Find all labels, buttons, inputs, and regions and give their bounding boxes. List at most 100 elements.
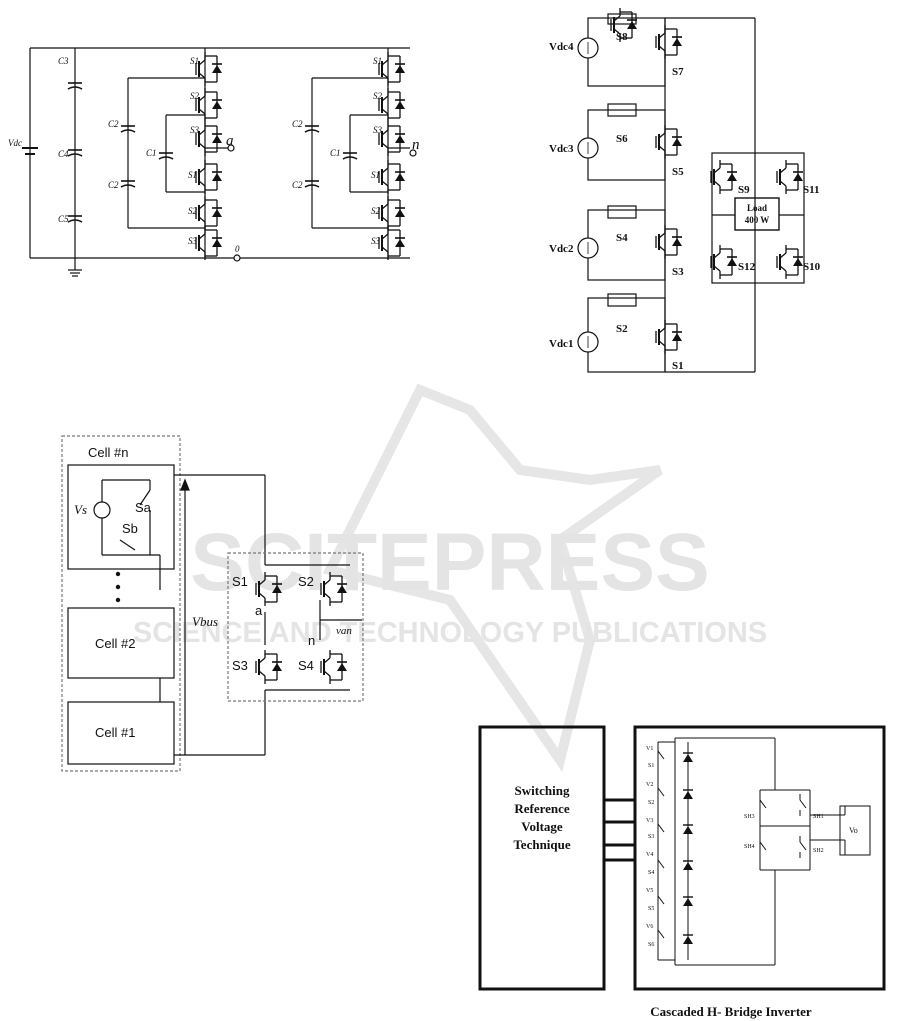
fig4-bridge-switch-label: SH3 bbox=[744, 814, 755, 820]
fig3-switch-label: S1 bbox=[232, 574, 248, 589]
fig3-node-a: a bbox=[255, 603, 263, 618]
fig1-switch-label: S3' bbox=[188, 236, 200, 246]
fig2-aux-switch-label: S4 bbox=[616, 232, 628, 244]
fig3-hbridge-dashed-box bbox=[227, 552, 364, 702]
fig2-source-label: Vdc4 bbox=[549, 41, 574, 53]
fig4-labels: Switching Reference Voltage Technique V1… bbox=[513, 746, 857, 1019]
fig4-bridge-switch-label: SH2 bbox=[813, 848, 824, 854]
fig1-flying-capacitor-circuit bbox=[22, 47, 417, 277]
fig4-source-label: V5 bbox=[646, 888, 653, 894]
fig1-cap-label: C2 bbox=[108, 119, 119, 129]
fig2-load-power: 400 W bbox=[745, 215, 770, 225]
fig3-cell-1-box bbox=[67, 701, 175, 765]
watermark-subtitle: SCIENCE AND TECHNOLOGY PUBLICATIONS bbox=[133, 617, 767, 649]
fig3-sa-label: Sa bbox=[135, 500, 152, 515]
fig2-aux-switch-label: S2 bbox=[616, 323, 628, 335]
fig1-node-n: n bbox=[412, 137, 420, 153]
fig3-cell-2-box bbox=[67, 607, 175, 679]
fig1-cap-label: C1 bbox=[330, 148, 341, 158]
fig2-aux-switch-label: S6 bbox=[616, 133, 628, 145]
fig3-labels: Cell #n Cell #2 Cell #1 Vs Sa Sb Vbus S1… bbox=[74, 445, 352, 740]
fig2-cell-1 bbox=[577, 297, 666, 373]
fig4-source-label: V1 bbox=[646, 746, 653, 752]
fig4-source-label: V3 bbox=[646, 818, 653, 824]
fig1-node-0: 0 bbox=[235, 244, 240, 254]
fig4-switch-label: S2 bbox=[648, 800, 654, 806]
fig4-vo-box bbox=[839, 805, 871, 856]
fig4-block-line: Technique bbox=[513, 837, 571, 852]
fig2-main-switch-label: S7 bbox=[672, 66, 684, 78]
fig4-switch-label: S6 bbox=[648, 942, 654, 948]
fig2-source-label: Vdc2 bbox=[549, 243, 574, 255]
fig1-switch-label: S3 bbox=[190, 125, 200, 135]
fig3-dots bbox=[115, 571, 121, 603]
fig1-labels: Vdc C3 C4 C5 C2 C1 C2 C2 C1 C2 S1 S2 S3 … bbox=[8, 56, 420, 254]
fig3-cell-1-label: Cell #1 bbox=[95, 725, 135, 740]
fig2-source-label: Vdc1 bbox=[549, 338, 573, 350]
fig3-van-label: van bbox=[336, 625, 352, 637]
fig2-switches bbox=[610, 7, 804, 355]
fig4-block-diagram bbox=[478, 725, 886, 991]
fig2-main-switch-label: S3 bbox=[672, 266, 684, 278]
fig4-caption: Cascaded H- Bridge Inverter bbox=[650, 1004, 812, 1019]
fig3-cells-dashed-box bbox=[61, 435, 181, 772]
fig4-switch-label: S4 bbox=[648, 870, 654, 876]
fig2-bridge-switch-label: S9 bbox=[738, 184, 750, 196]
fig2-source-label: Vdc3 bbox=[549, 143, 574, 155]
fig2-load-label: Load bbox=[747, 203, 767, 213]
fig1-cap-label: C1 bbox=[146, 148, 157, 158]
fig2-bridge-switch-label: S11 bbox=[803, 184, 820, 196]
fig2-load-box bbox=[734, 197, 780, 231]
fig4-switch-label: S1 bbox=[648, 763, 654, 769]
fig1-switch-label: S2' bbox=[188, 206, 200, 216]
fig1-cap-label: C4 bbox=[58, 149, 69, 159]
fig4-source-label: V4 bbox=[646, 852, 653, 858]
fig2-labels: Vdc4 Vdc3 Vdc2 Vdc1 S8 S6 S4 S2 S7 S5 S3… bbox=[549, 31, 821, 372]
fig1-cap-label: C2 bbox=[292, 180, 303, 190]
fig4-source-label: V2 bbox=[646, 782, 653, 788]
fig3-cell-2-label: Cell #2 bbox=[95, 636, 135, 651]
fig4-source-label: V6 bbox=[646, 924, 653, 930]
fig2-aux-switch-label: S8 bbox=[616, 31, 628, 43]
fig1-switch-label: S3' bbox=[371, 236, 383, 246]
fig2-cascaded-circuit bbox=[577, 17, 805, 373]
fig4-switches bbox=[657, 744, 807, 947]
fig1-node-a: a bbox=[226, 133, 234, 149]
fig4-inverter-block bbox=[633, 725, 886, 991]
fig1-switch-label: S3 bbox=[373, 125, 383, 135]
fig3-vbus-label: Vbus bbox=[192, 614, 218, 629]
fig3-cell-bus-circuit bbox=[61, 435, 364, 772]
watermark-title: SCITEPRESS bbox=[190, 517, 709, 608]
fig1-cap-label: C2 bbox=[292, 119, 303, 129]
fig2-aux-switches bbox=[607, 13, 637, 307]
fig1-vdc-label: Vdc bbox=[8, 138, 22, 148]
fig2-cell-2 bbox=[577, 209, 666, 281]
fig3-vs-label: Vs bbox=[74, 502, 87, 517]
fig2-main-switch-label: S1 bbox=[672, 360, 684, 372]
fig1-switch-label: S2' bbox=[371, 206, 383, 216]
fig4-bridge-switch-label: SH1 bbox=[813, 814, 824, 820]
fig4-switch-label: S5 bbox=[648, 906, 654, 912]
fig4-block-line: Voltage bbox=[521, 819, 563, 834]
fig1-switch-label: S1' bbox=[371, 170, 383, 180]
fig3-switch-label: S2 bbox=[298, 574, 314, 589]
fig3-cell-n-box bbox=[67, 464, 175, 570]
fig4-vo-label: Vo bbox=[849, 826, 858, 835]
fig1-switch-label: S2 bbox=[190, 91, 200, 101]
fig4-bridge-switch-label: SH4 bbox=[744, 844, 755, 850]
fig3-cell-n-label: Cell #n bbox=[88, 445, 128, 460]
fig4-block-line: Reference bbox=[514, 801, 570, 816]
fig3-node-n: n bbox=[308, 633, 315, 648]
fig1-switch-label: S1 bbox=[190, 56, 199, 66]
fig1-switches bbox=[195, 51, 406, 261]
fig2-cell-4 bbox=[577, 17, 666, 87]
fig4-switching-block bbox=[478, 725, 606, 991]
fig1-cap-label: C2 bbox=[108, 180, 119, 190]
fig4-block-line: Switching bbox=[515, 783, 570, 798]
fig1-switch-label: S1 bbox=[373, 56, 382, 66]
watermark: SCITEPRESS SCIENCE AND TECHNOLOGY PUBLIC… bbox=[133, 383, 767, 772]
watermark-logo bbox=[322, 383, 663, 772]
fig1-cap-label: C3 bbox=[58, 56, 69, 66]
fig3-switch-label: S3 bbox=[232, 658, 248, 673]
